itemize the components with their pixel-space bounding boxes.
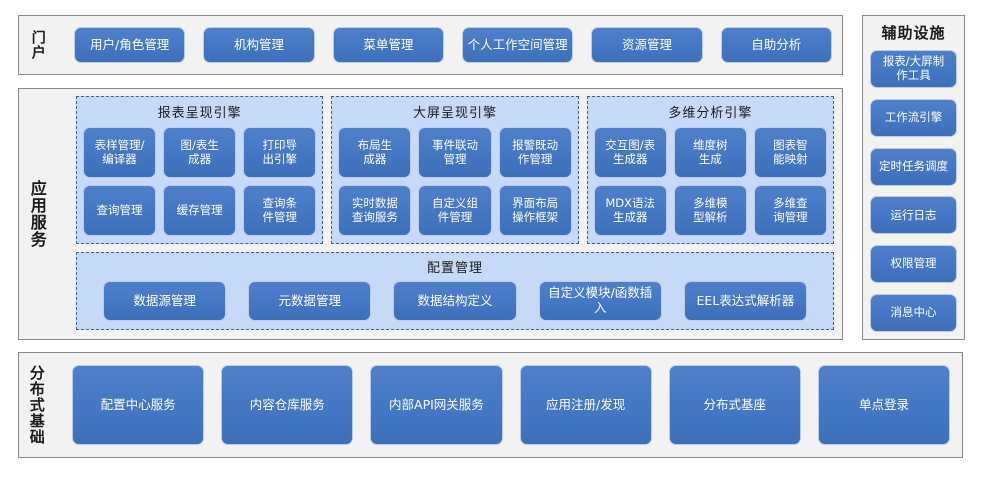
engine-item-mdx-syntax-generator[interactable]: MDX语法 生成器 [593,185,667,236]
auxiliary-facilities-title: 辅助设施 [881,24,946,42]
config-item-eel-expression-parser[interactable]: EEL表达式解析器 [683,281,808,321]
foundation-item-single-sign-on[interactable]: 单点登录 [817,365,951,445]
portal-item-user-role-management[interactable]: 用户/角色管理 [74,27,186,63]
engine-item-grid: 交互图/表 生成器 维度树 生成 图表智 能映射 MDX语法 生成器 多维模 型… [593,127,827,236]
aux-item-report-dashboard-authoring-tool[interactable]: 报表/大屏制 作工具 [870,50,957,88]
foundation-item-app-registration-discovery[interactable]: 应用注册/发现 [519,365,652,445]
portal-item-list: 用户/角色管理 机构管理 菜单管理 个人工作空间管理 资源管理 自助分析 [74,27,832,63]
aux-item-scheduled-task-scheduler[interactable]: 定时任务调度 [870,147,957,186]
foundation-item-internal-api-gateway-service[interactable]: 内部API网关服务 [370,365,503,445]
configuration-management-title: 配置管理 [426,261,483,276]
engine-group-title: 报表呈现引擎 [157,106,242,121]
auxiliary-facilities-item-list: 报表/大屏制 作工具 工作流引擎 定时任务调度 运行日志 权限管理 消息中心 [870,50,957,332]
engine-item-chart-table-generator[interactable]: 图/表生 成器 [163,127,237,178]
portal-item-menu-management[interactable]: 菜单管理 [332,27,444,63]
aux-item-workflow-engine[interactable]: 工作流引擎 [870,98,957,137]
application-services-section-label: 应用服务 [27,180,47,248]
engine-group-title: 多维分析引擎 [668,106,753,121]
distributed-foundation-item-list: 配置中心服务 内容仓库服务 内部API网关服务 应用注册/发现 分布式基座 单点… [72,365,951,445]
engine-item-report-template-management-compiler[interactable]: 表样管理/ 编译器 [83,127,157,178]
engine-item-layout-generator[interactable]: 布局生 成器 [338,127,412,178]
aux-item-runtime-log[interactable]: 运行日志 [870,196,957,235]
engine-item-alarm-action-management[interactable]: 报警既动 作管理 [498,127,572,178]
portal-item-organization-management[interactable]: 机构管理 [203,27,315,63]
engine-item-query-management[interactable]: 查询管理 [83,185,157,236]
engine-item-cache-management[interactable]: 缓存管理 [163,185,237,236]
config-item-custom-module-function-insertion[interactable]: 自定义模块/函数插入 [538,281,662,321]
foundation-item-config-center-service[interactable]: 配置中心服务 [72,365,205,445]
config-item-data-structure-definition[interactable]: 数据结构定义 [393,281,517,321]
configuration-management-item-list: 数据源管理 元数据管理 数据结构定义 自定义模块/函数插入 EEL表达式解析器 [85,281,825,321]
portal-item-personal-workspace-management[interactable]: 个人工作空间管理 [461,27,574,63]
engine-group-title: 大屏呈现引擎 [412,106,497,121]
engine-group-report-rendering: 报表呈现引擎 表样管理/ 编译器 图/表生 成器 打印导 出引擎 查询管理 缓存… [76,96,324,244]
foundation-item-content-repository-service[interactable]: 内容仓库服务 [221,365,354,445]
engine-group-list: 报表呈现引擎 表样管理/ 编译器 图/表生 成器 打印导 出引擎 查询管理 缓存… [76,96,834,244]
config-item-datasource-management[interactable]: 数据源管理 [103,281,227,321]
aux-item-message-center[interactable]: 消息中心 [870,293,957,332]
engine-group-multidimensional-analysis: 多维分析引擎 交互图/表 生成器 维度树 生成 图表智 能映射 MDX语法 生成… [586,96,834,244]
engine-item-realtime-data-query-service[interactable]: 实时数据 查询服务 [338,185,412,236]
engine-item-ui-layout-operation-framework[interactable]: 界面布局 操作框架 [498,185,572,236]
engine-item-print-export-engine[interactable]: 打印导 出引擎 [243,127,317,178]
engine-item-multidimensional-query-management[interactable]: 多维查 询管理 [753,185,827,236]
engine-item-chart-smart-mapping[interactable]: 图表智 能映射 [753,127,827,178]
config-item-metadata-management[interactable]: 元数据管理 [248,281,372,321]
engine-item-grid: 表样管理/ 编译器 图/表生 成器 打印导 出引擎 查询管理 缓存管理 查询条 … [83,127,317,236]
engine-item-multidimensional-model-parsing[interactable]: 多维模 型解析 [673,185,747,236]
engine-item-query-condition-management[interactable]: 查询条 件管理 [243,185,317,236]
engine-item-grid: 布局生 成器 事件联动 管理 报警既动 作管理 实时数据 查询服务 自定义组 件… [338,127,572,236]
engine-item-custom-component-management[interactable]: 自定义组 件管理 [418,185,492,236]
engine-item-event-linkage-management[interactable]: 事件联动 管理 [418,127,492,178]
configuration-management-group: 配置管理 数据源管理 元数据管理 数据结构定义 自定义模块/函数插入 EEL表达… [76,252,834,330]
portal-item-self-service-analysis[interactable]: 自助分析 [720,27,832,63]
foundation-item-distributed-base[interactable]: 分布式基座 [668,365,801,445]
engine-item-dimension-tree-generation[interactable]: 维度树 生成 [673,127,747,178]
aux-item-permission-management[interactable]: 权限管理 [870,245,957,284]
portal-section-label: 门户 [29,30,46,60]
engine-item-interactive-chart-table-generator[interactable]: 交互图/表 生成器 [593,127,667,178]
distributed-foundation-section-label: 分布式基础 [27,365,46,445]
engine-group-large-screen-rendering: 大屏呈现引擎 布局生 成器 事件联动 管理 报警既动 作管理 实时数据 查询服务… [331,96,579,244]
portal-item-resource-management[interactable]: 资源管理 [591,27,703,63]
